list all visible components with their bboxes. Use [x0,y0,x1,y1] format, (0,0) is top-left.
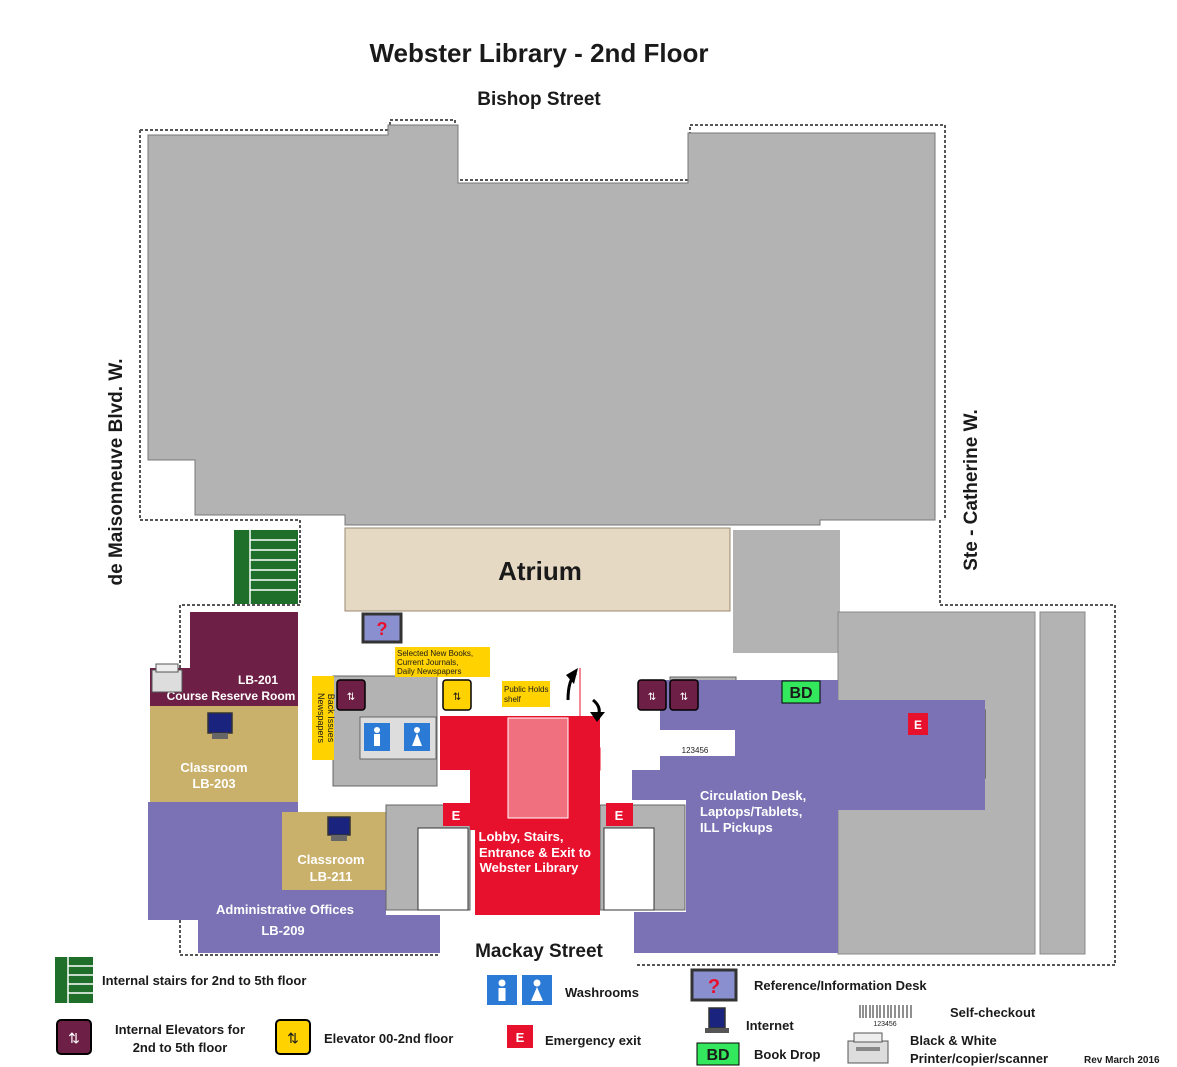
svg-text:⇅: ⇅ [680,692,688,703]
elevator-00-marker: ⇅ [442,679,472,711]
legend-washroom-icons [487,975,552,1005]
reference-desk-marker: ? [361,612,403,644]
emergency-exit-east: E [908,713,928,735]
lobby-line1: Lobby, Stairs, [479,829,564,844]
lobby-line3: Webster Library [480,860,580,875]
legend-elevator00-label: Elevator 00-2nd floor [324,1031,453,1046]
admin-offices [148,802,440,953]
atrium-area [344,527,731,612]
legend-reference-label: Reference/Information Desk [754,978,927,993]
atrium-label: Atrium [498,556,582,586]
street-north: Bishop Street [477,89,601,110]
holds-tag [502,681,550,707]
legend-washrooms-label: Washrooms [565,985,639,1000]
svg-text:E: E [914,718,922,732]
new-books-tag [395,647,490,677]
lb203-code: LB-203 [192,776,235,791]
legend-printer-icon [847,1032,889,1064]
legend-internet-label: Internet [746,1018,794,1033]
lobby-line2: Entrance & Exit to [479,845,591,860]
map-title: Webster Library - 2nd Floor [369,38,708,68]
newspapers-tag [312,676,334,760]
svg-text:E: E [452,808,461,823]
admin-name: Administrative Offices [216,902,354,917]
gray-stacks-area [147,124,936,526]
lb201-name: Course Reserve Room [167,689,296,703]
legend-elevators-line2: 2nd to 5th floor [133,1040,228,1055]
street-south: Mackay Street [475,941,603,962]
street-east: Ste - Catherine W. [961,409,982,571]
svg-text:⇅: ⇅ [68,1030,80,1046]
internal-elevator-east-2: ⇅ [669,679,699,711]
legend-selfcheckout-icon [859,1005,912,1018]
stair-right-inner [603,827,655,911]
emergency-exit-left: E [443,803,470,826]
svg-text:⇅: ⇅ [453,692,461,703]
legend-bookdrop-label: Book Drop [754,1047,821,1062]
new-books-line1: Selected New Books, [397,649,473,658]
legend-reference-icon: ? [690,968,738,1002]
svg-text:?: ? [708,976,720,998]
internal-stairs-west [234,530,298,604]
arrow-head-up [566,668,578,684]
street-west: de Maisonneuve Blvd. W. [106,359,127,586]
lb203-name: Classroom [180,760,247,775]
legend-selfcheckout-code: 123456 [873,1021,896,1028]
legend-bookdrop-icon: BD [696,1042,740,1066]
legend-internet-icon [705,1007,729,1033]
lb211-name: Classroom [297,852,364,867]
course-reserve-room [150,612,298,706]
legend-emergency-icon: E [507,1025,533,1048]
book-drop-marker: BD [781,680,821,704]
legend-stairs-icon [55,957,93,1003]
revision-note: Rev March 2016 [1084,1055,1160,1066]
gray-block-right-upper [733,530,840,653]
circ-line3: ILL Pickups [700,820,773,835]
emergency-exit-right: E [606,803,633,826]
svg-text:E: E [615,808,624,823]
circ-line2: Laptops/Tablets, [700,804,802,819]
newspapers-line1: Newspapers [316,693,326,744]
computer-icon-lb203 [207,712,233,739]
svg-text:⇅: ⇅ [347,692,355,703]
holds-line2: shelf [504,695,522,704]
new-books-line2: Current Journals, [397,658,458,667]
svg-text:?: ? [377,619,388,639]
stair-left-inner [417,827,469,911]
legend-stairs-label: Internal stairs for 2nd to 5th floor [102,973,306,988]
arrow-head-down [590,712,605,722]
legend-emergency-label: Emergency exit [545,1033,642,1048]
svg-text:⇅: ⇅ [648,692,656,703]
computer-icon-lb211 [327,816,351,841]
holds-line1: Public Holds [504,685,548,694]
lb201-code: LB-201 [238,673,278,687]
circ-line1: Circulation Desk, [700,788,806,803]
svg-text:⇅: ⇅ [287,1030,299,1046]
newspapers-line2: Back Issues [326,694,336,743]
svg-text:E: E [516,1030,525,1045]
lb211-code: LB-211 [310,869,353,884]
legend-elevators-line1: Internal Elevators for [115,1022,245,1037]
self-checkout-marker [655,730,735,756]
legend-elevator-internal-icon: ⇅ [56,1019,92,1055]
legend-elevator-00-icon: ⇅ [275,1019,311,1055]
washroom-icons-map [364,723,430,751]
admin-code: LB-209 [261,923,304,938]
legend-printer-line2: Printer/copier/scanner [910,1051,1048,1066]
printer-icon-map [151,663,183,693]
gray-block-far-right [1039,611,1086,955]
svg-text:BD: BD [789,685,812,702]
svg-text:BD: BD [706,1047,729,1064]
lobby-stairs [507,717,569,819]
internal-elevator-west: ⇅ [336,679,366,711]
entry-box [569,747,601,771]
new-books-line3: Daily Newspapers [397,667,461,676]
legend-printer-line1: Black & White [910,1033,997,1048]
internal-elevator-east-1: ⇅ [637,679,667,711]
self-checkout-code: 123456 [682,746,709,755]
legend-selfcheckout-label: Self-checkout [950,1005,1036,1020]
